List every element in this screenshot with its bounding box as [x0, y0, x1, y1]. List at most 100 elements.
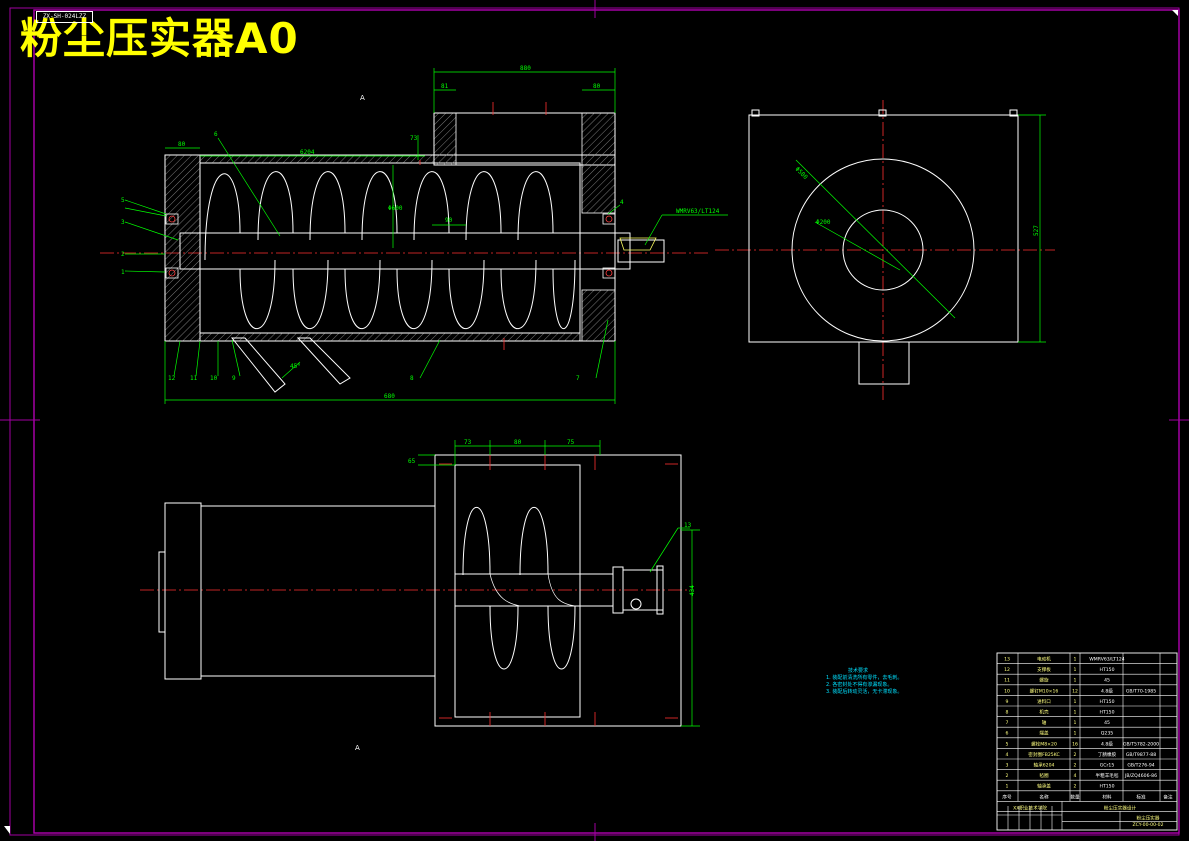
dim-plan-top-1: 73 [464, 439, 472, 446]
bom-cell: 1 [1074, 678, 1077, 684]
bom-header-cell: 备注 [1163, 793, 1173, 800]
bom-cell: WMRV63/LT124 [1089, 657, 1125, 663]
bom-cell: JB/ZQ4606-86 [1124, 773, 1157, 779]
bom-cell: GB/T5782-2000 [1123, 741, 1159, 747]
bom-cell: 4 [1074, 773, 1077, 779]
bom-cell: 13 [1004, 657, 1010, 663]
bom-cell: 7 [1006, 720, 1009, 726]
bom-cell: 9 [1006, 699, 1009, 705]
dim-end-cap: 80 [178, 141, 186, 148]
dim-top-left: 81 [441, 83, 449, 90]
bom-cell: 12 [1072, 688, 1078, 694]
bom-cell: 轴承6204 [1034, 762, 1055, 769]
note-line: 2. 各密封处不得有渗漏现象。 [826, 682, 893, 688]
bom-cell: 支撑板 [1037, 666, 1051, 673]
callout-2: 2 [121, 251, 125, 258]
bom-cell: 2 [1074, 784, 1077, 790]
dim-inlet-height: 73 [410, 135, 418, 142]
bom-header-cell: 数量 [1070, 793, 1080, 800]
callout-3: 3 [121, 219, 125, 226]
callout-10: 10 [210, 375, 218, 382]
bom-header-cell: 标准 [1136, 793, 1146, 800]
section-label: A [360, 94, 365, 102]
bom-cell: 1 [1074, 657, 1077, 663]
dim-bearing: 6204 [300, 149, 315, 156]
note-line: 1. 装配前清洗所有零件，去毛刺。 [826, 675, 903, 681]
bom-cell: GB/T70-1985 [1126, 688, 1156, 694]
dim-plan-top-2: 80 [514, 439, 522, 446]
bom-cell: 45 [1104, 678, 1110, 684]
bom-cell: 2 [1006, 773, 1009, 779]
view-label: A [355, 744, 360, 752]
bom-cell: GB/T9877-88 [1126, 752, 1156, 758]
bom-cell: 毡圈 [1039, 772, 1049, 779]
bom-cell: HT150 [1099, 699, 1114, 705]
bom-cell: 4.8级 [1101, 740, 1113, 747]
bom-cell: 机壳 [1039, 709, 1049, 716]
dim-plan-height: 434 [689, 585, 696, 596]
dim-diameter: Φ600 [388, 205, 403, 212]
bom-cell: 电动机 [1037, 656, 1051, 663]
dim-bottom-overall: 680 [384, 393, 395, 400]
bom-cell: 6 [1006, 731, 1009, 737]
plan-view: 73 80 75 65 434 13 A [140, 439, 700, 752]
callout-11: 11 [190, 375, 198, 382]
bom-cell: 螺钉M10×16 [1030, 687, 1059, 694]
dim-side-height: 527 [1033, 225, 1040, 236]
drawing-name: 粉尘压实器 [1137, 814, 1160, 821]
bom-cell: 10 [1004, 688, 1010, 694]
notes-heading: 技术要求 [848, 668, 869, 674]
bom-cell: 11 [1004, 678, 1010, 684]
bom-cell: 4 [1006, 752, 1009, 758]
callout-6: 6 [214, 131, 218, 138]
bom-cell: 4.8级 [1101, 687, 1113, 694]
bom-cell: 2 [1074, 763, 1077, 769]
dim-top-right: 80 [593, 83, 601, 90]
bom-cell: 1 [1006, 784, 1009, 790]
bom-cell: GCr15 [1100, 763, 1115, 769]
bom-cell: 半粗羊毛毡 [1096, 772, 1119, 779]
callout-8: 8 [410, 375, 414, 382]
bom-cell: 密封圈FB25KC [1028, 751, 1059, 758]
technical-notes: 技术要求 1. 装配前清洗所有零件，去毛刺。 2. 各密封处不得有渗漏现象。 3… [826, 668, 902, 696]
bom-cell: 45 [1104, 720, 1110, 726]
bom-cell: 1 [1074, 720, 1077, 726]
bom-cell: 3 [1006, 763, 1009, 769]
bom-cell: 轴 [1042, 719, 1047, 726]
bom-cell: 8 [1006, 710, 1009, 716]
bom-cell: Q235 [1101, 731, 1113, 737]
callout-9: 9 [232, 375, 236, 382]
callout-7: 7 [576, 375, 580, 382]
bom-cell: 2 [1074, 752, 1077, 758]
drawing-number: ZCY-00-00-02 [1132, 822, 1163, 828]
note-line: 3. 装配后转动灵活，无卡滞现象。 [826, 689, 903, 695]
bom-cell: 螺栓M8×20 [1031, 740, 1057, 747]
dim-plan-top-3: 75 [567, 439, 575, 446]
bom-header-cell: 序号 [1002, 793, 1012, 800]
dim-side-d1: Φ580 [794, 166, 809, 181]
bom-cell: 1 [1074, 667, 1077, 673]
bom-cell: 1 [1074, 699, 1077, 705]
dim-motor: WMRV63/LT124 [676, 208, 720, 215]
bom-cell: 轴承盖 [1037, 783, 1051, 790]
bom-cell: 螺旋 [1039, 677, 1049, 684]
bom-cell: HT150 [1099, 667, 1114, 673]
bom-cell: HT150 [1099, 710, 1114, 716]
dim-pitch: 90 [445, 217, 453, 224]
callout-13: 13 [684, 522, 692, 529]
bom-cell: 端盖 [1039, 730, 1049, 737]
side-view: 527 Φ580 Φ200 [715, 100, 1055, 400]
bom-cell: 1 [1074, 731, 1077, 737]
bom-cell: 12 [1004, 667, 1010, 673]
dim-side-d2: Φ200 [816, 219, 831, 226]
bom-cell: 丁腈橡胶 [1098, 751, 1117, 758]
callout-12: 12 [168, 375, 176, 382]
dim-plan-left: 65 [408, 458, 416, 465]
bom-cell: 进料口 [1037, 698, 1051, 705]
bom-frame [996, 652, 1178, 831]
bom-cell: HT150 [1099, 784, 1114, 790]
bom-header-cell: 材料 [1102, 793, 1112, 800]
